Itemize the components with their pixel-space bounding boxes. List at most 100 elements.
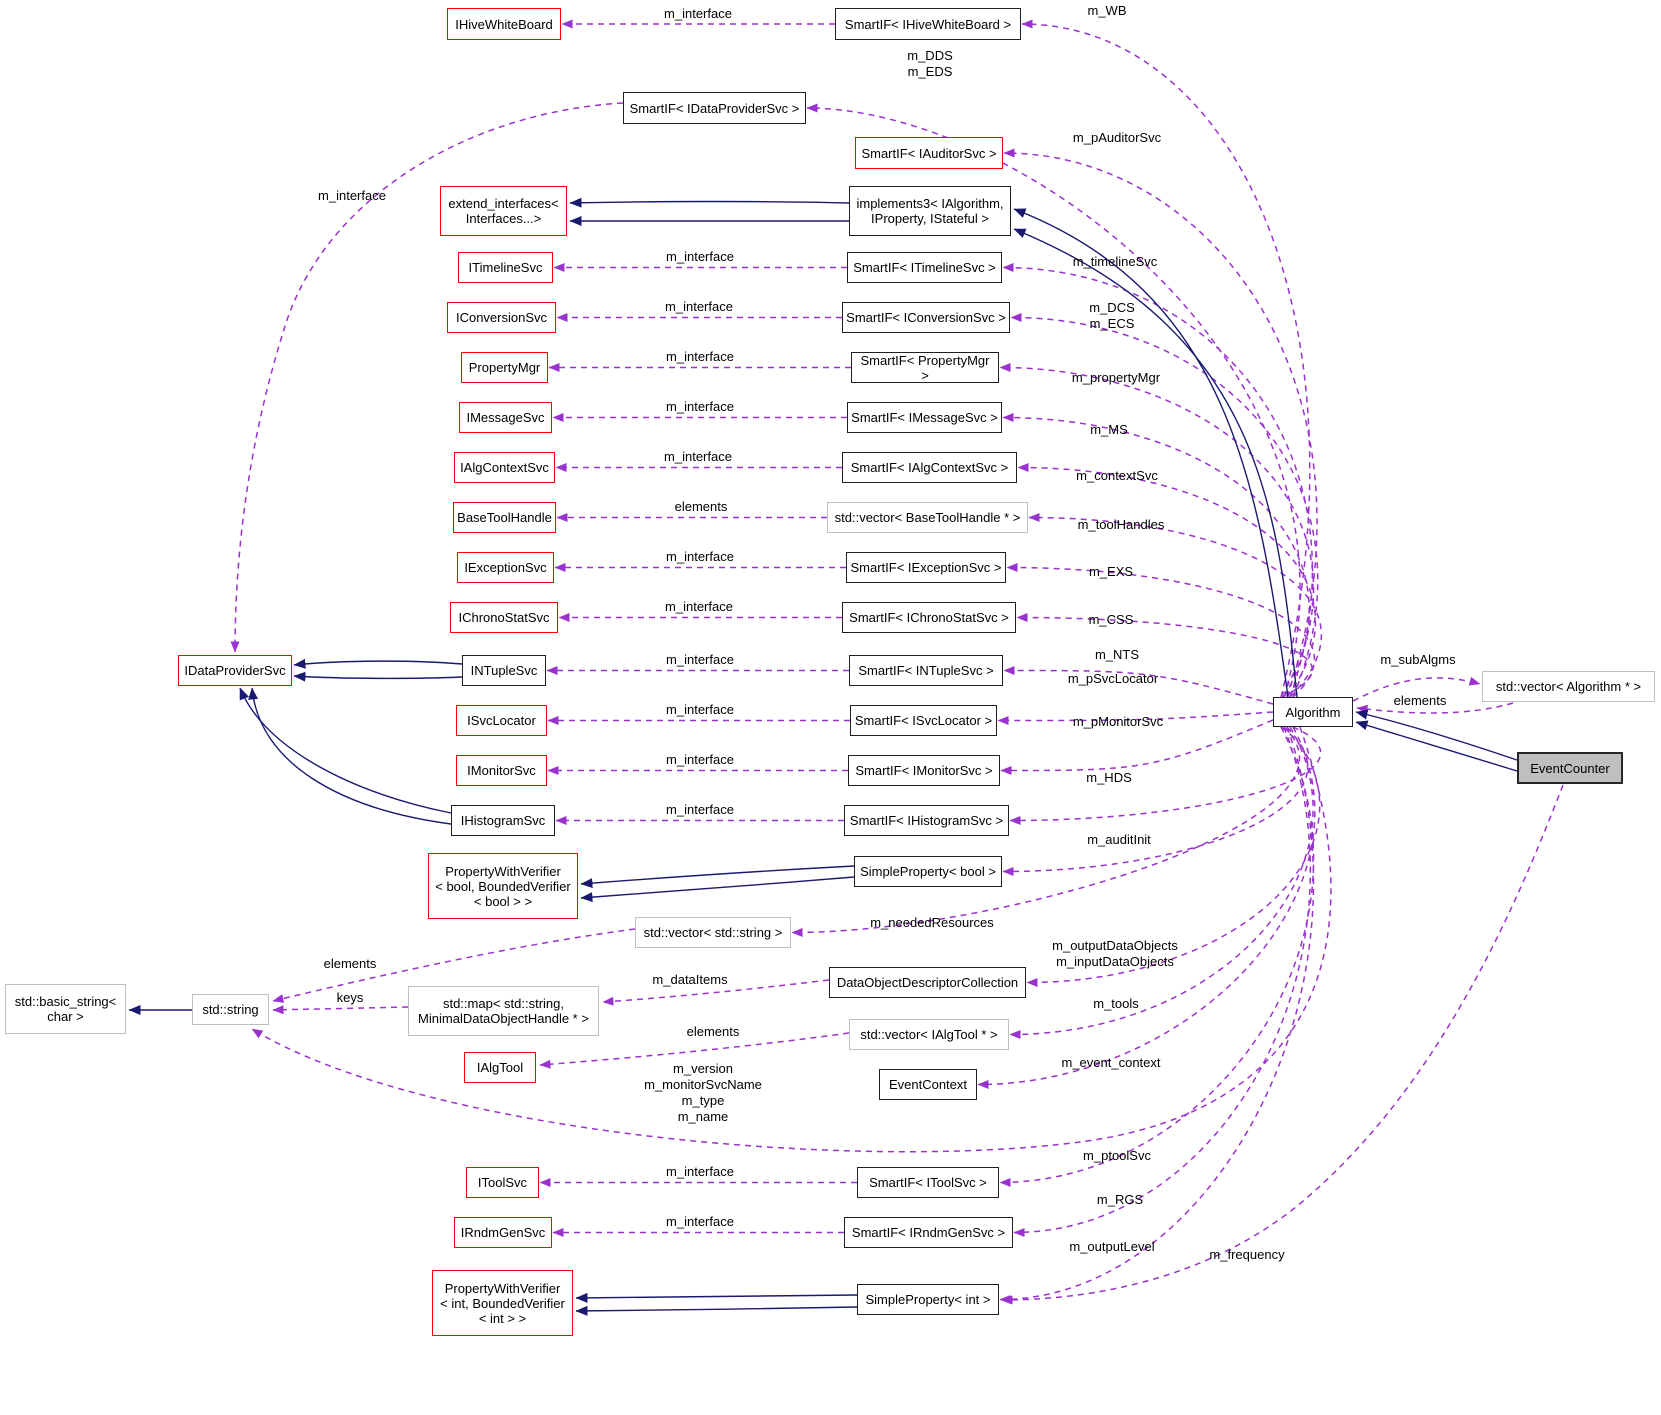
class-node-algorithm[interactable]: Algorithm [1273, 697, 1353, 727]
edge-label-m_interface: m_interface [666, 349, 734, 364]
edge-label-m_DDS: m_DDS m_EDS [907, 48, 953, 79]
class-node-imonitorsvc[interactable]: IMonitorSvc [456, 755, 547, 786]
class-node-imessagesvc[interactable]: IMessageSvc [459, 402, 552, 433]
class-node-pwv_bool[interactable]: PropertyWithVerifier < bool, BoundedVeri… [428, 853, 578, 919]
class-node-vector_basetoolhandle[interactable]: std::vector< BaseToolHandle * > [827, 502, 1028, 533]
class-node-label: std::vector< Algorithm * > [1495, 679, 1642, 694]
class-node-basic_string[interactable]: std::basic_string< char > [5, 984, 126, 1034]
class-node-ialgcontextsvc[interactable]: IAlgContextSvc [454, 452, 555, 483]
class-node-ihivewhiteboard[interactable]: IHiveWhiteBoard [447, 8, 561, 40]
class-node-smartif_intuplesvc[interactable]: SmartIF< INTupleSvc > [849, 655, 1003, 686]
class-node-itimelinesvc[interactable]: ITimelineSvc [458, 252, 553, 283]
edge-map_string--std_string [272, 1005, 409, 1015]
class-node-label: SmartIF< ITimelineSvc > [853, 260, 996, 275]
class-node-label: extend_interfaces< Interfaces...> [448, 196, 559, 226]
edge-algorithm--smartif_imonitorsvc [1000, 719, 1274, 775]
class-node-extend_interfaces[interactable]: extend_interfaces< Interfaces...> [440, 186, 567, 236]
class-node-itoolsvc[interactable]: IToolSvc [466, 1167, 539, 1198]
class-node-ihistogramsvc[interactable]: IHistogramSvc [451, 805, 555, 836]
edge-algorithm--implements3 [1013, 208, 1289, 698]
class-node-basetoolhandle[interactable]: BaseToolHandle [453, 502, 556, 533]
edge-eventcounter--algorithm [1355, 709, 1518, 761]
class-node-map_string[interactable]: std::map< std::string, MinimalDataObject… [408, 986, 599, 1036]
edge-eventcounter--algorithm [1355, 720, 1518, 772]
edge-label-elements: elements [1393, 693, 1447, 708]
edge-label-m_neededResources: m_neededResources [870, 915, 994, 930]
edge-label-m_interface: m_interface [666, 652, 734, 667]
edge-smartif_idataprovidersvc--idataprovidersvc [230, 102, 624, 653]
class-node-smartif_iauditorsvc[interactable]: SmartIF< IAuditorSvc > [855, 137, 1003, 169]
edge-label-m_auditInit: m_auditInit [1087, 832, 1151, 847]
edge-algorithm--smartif_ihivewhiteboard [1021, 19, 1311, 698]
class-node-label: IConversionSvc [455, 310, 548, 325]
edge-label-m_event_context: m_event_context [1061, 1055, 1161, 1070]
class-node-intuplesvc[interactable]: INTupleSvc [462, 655, 546, 686]
edge-label-m_HDS: m_HDS [1086, 770, 1132, 785]
class-node-isvclocator[interactable]: ISvcLocator [456, 705, 547, 736]
class-node-propertymgr[interactable]: PropertyMgr [461, 352, 548, 383]
edge-label-m_MS: m_MS [1090, 422, 1128, 437]
edge-label-m_NTS: m_NTS [1094, 647, 1140, 662]
class-node-label: IAlgContextSvc [460, 460, 549, 475]
class-node-vector_string[interactable]: std::vector< std::string > [635, 917, 791, 948]
class-node-label: SmartIF< IChronoStatSvc > [849, 610, 1009, 625]
class-node-label: PropertyWithVerifier < bool, BoundedVeri… [435, 863, 571, 909]
class-node-idataprovidersvc[interactable]: IDataProviderSvc [178, 655, 292, 686]
class-node-smartif_idataprovidersvc[interactable]: SmartIF< IDataProviderSvc > [623, 92, 806, 124]
class-node-eventcontext[interactable]: EventContext [879, 1069, 977, 1100]
class-node-smartif_isvclocator[interactable]: SmartIF< ISvcLocator > [850, 705, 997, 736]
class-node-ialgtool[interactable]: IAlgTool [464, 1052, 536, 1083]
class-node-smartif_itoolsvc[interactable]: SmartIF< IToolSvc > [857, 1167, 999, 1198]
edge-label-m_interface: m_interface [666, 549, 734, 564]
class-node-label: ITimelineSvc [468, 260, 543, 275]
class-node-iconversionsvc[interactable]: IConversionSvc [447, 302, 556, 333]
class-node-smartif_ialgcontextsvc[interactable]: SmartIF< IAlgContextSvc > [842, 452, 1017, 483]
class-node-smartif_itimelinesvc[interactable]: SmartIF< ITimelineSvc > [847, 252, 1002, 283]
class-node-label: SmartIF< IMonitorSvc > [855, 763, 993, 778]
class-node-label: SmartIF< IHiveWhiteBoard > [844, 16, 1012, 32]
edge-algorithm--eventcontext [977, 726, 1316, 1089]
class-node-label: Algorithm [1285, 704, 1341, 720]
edge-label-m_toolHandles: m_toolHandles [1077, 517, 1165, 532]
edge-label-m_contextSvc: m_contextSvc [1076, 468, 1158, 483]
class-node-label: implements3< IAlgorithm, IProperty, ISta… [856, 196, 1004, 226]
class-node-dodc[interactable]: DataObjectDescriptorCollection [829, 967, 1026, 998]
class-node-label: SmartIF< IConversionSvc > [846, 310, 1006, 325]
class-node-simpleproperty_bool[interactable]: SimpleProperty< bool > [854, 856, 1002, 887]
edge-simpleproperty_int--pwv_int [575, 1305, 858, 1316]
class-node-implements3[interactable]: implements3< IAlgorithm, IProperty, ISta… [849, 186, 1011, 236]
class-node-std_string[interactable]: std::string [192, 994, 269, 1025]
class-node-irndmgensvc[interactable]: IRndmGenSvc [454, 1217, 552, 1248]
edge-algorithm--vector_string [791, 726, 1301, 937]
class-node-vector_algorithm[interactable]: std::vector< Algorithm * > [1482, 671, 1655, 702]
class-node-iexceptionsvc[interactable]: IExceptionSvc [457, 552, 554, 583]
edge-algorithm--vector_algorithm [1352, 676, 1481, 702]
class-node-smartif_ichronostatsvc[interactable]: SmartIF< IChronoStatSvc > [842, 602, 1016, 633]
class-node-smartif_imessagesvc[interactable]: SmartIF< IMessageSvc > [847, 402, 1002, 433]
class-node-smartif_irndmgensvc[interactable]: SmartIF< IRndmGenSvc > [844, 1217, 1013, 1248]
class-node-smartif_imonitorsvc[interactable]: SmartIF< IMonitorSvc > [848, 755, 1000, 786]
class-node-eventcounter[interactable]: EventCounter [1517, 752, 1623, 784]
class-node-smartif_ihistogramsvc[interactable]: SmartIF< IHistogramSvc > [844, 805, 1009, 836]
class-node-label: SmartIF< IRndmGenSvc > [851, 1225, 1006, 1240]
edge-algorithm--smartif_intuplesvc [1003, 666, 1274, 705]
class-node-smartif_iconversionsvc[interactable]: SmartIF< IConversionSvc > [842, 302, 1010, 333]
edge-algorithm--std_string [251, 726, 1332, 1153]
edge-vector_algorithm--algorithm [1356, 702, 1514, 714]
class-node-label: std::basic_string< char > [14, 994, 117, 1024]
edge-label-m_pMonitorSvc: m_pMonitorSvc [1072, 714, 1164, 729]
class-node-label: IToolSvc [477, 1175, 528, 1190]
class-node-label: SmartIF< IAlgContextSvc > [850, 460, 1009, 475]
class-node-vector_ialgtool[interactable]: std::vector< IAlgTool * > [849, 1019, 1009, 1050]
edge-label-m_ptoolSvc: m_ptoolSvc [1083, 1148, 1151, 1163]
class-node-smartif_iexceptionsvc[interactable]: SmartIF< IExceptionSvc > [846, 552, 1006, 583]
class-node-ichronostatsvc[interactable]: IChronoStatSvc [450, 602, 558, 633]
class-node-smartif_ihivewhiteboard[interactable]: SmartIF< IHiveWhiteBoard > [835, 8, 1021, 40]
class-node-pwv_int[interactable]: PropertyWithVerifier < int, BoundedVerif… [432, 1270, 573, 1336]
edge-algorithm--dodc [1026, 726, 1321, 987]
class-node-label: std::string [202, 1002, 259, 1017]
class-node-simpleproperty_int[interactable]: SimpleProperty< int > [857, 1284, 999, 1315]
edge-vector_string--std_string [272, 928, 636, 1003]
class-node-smartif_propertymgr[interactable]: SmartIF< PropertyMgr > [851, 352, 999, 383]
class-node-label: SmartIF< ISvcLocator > [854, 713, 993, 728]
